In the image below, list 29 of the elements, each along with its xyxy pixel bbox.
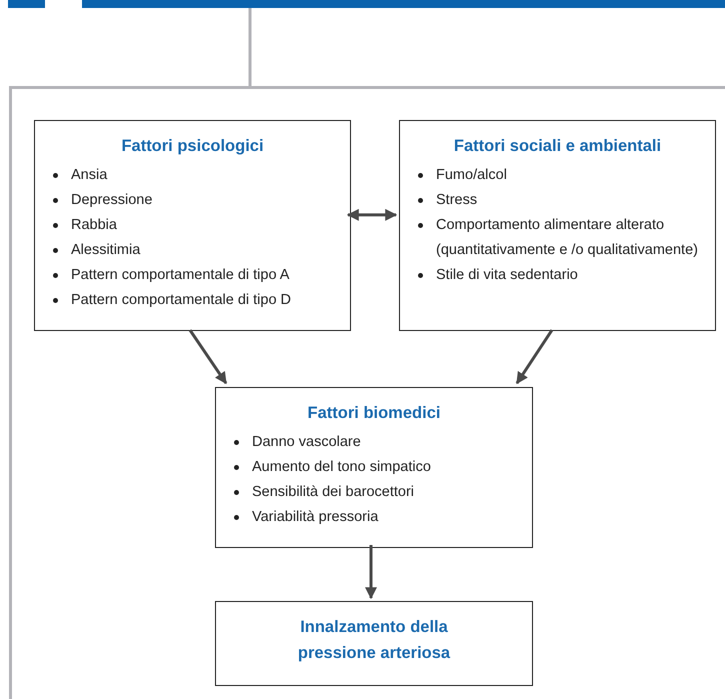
header-bar bbox=[82, 0, 725, 8]
factor-box bbox=[34, 120, 351, 331]
bullet-item: Comportamento alimentare alterato (quantitativamente e /o qualitativamente) bbox=[436, 217, 698, 258]
bullet-item: Sensibilità dei barocettori bbox=[252, 484, 414, 500]
bullet-item: Rabbia bbox=[71, 217, 117, 233]
arrow bbox=[516, 329, 554, 384]
bullet-item: Alessitimia bbox=[71, 242, 140, 258]
factor-box bbox=[215, 387, 533, 548]
bullet-item: Aumento del tono simpatico bbox=[252, 459, 431, 475]
bullet-item: Danno vascolare bbox=[252, 434, 361, 450]
bullet-item: Fumo/alcol bbox=[436, 167, 507, 183]
connector-line bbox=[248, 8, 252, 86]
box-heading: Fattori biomedici bbox=[306, 403, 442, 424]
bullet-item: Pattern comportamentale di tipo A bbox=[71, 267, 290, 283]
arrow bbox=[188, 329, 228, 384]
bullet-item: Stile di vita sedentario bbox=[436, 267, 578, 283]
factor-box bbox=[215, 601, 533, 686]
box-heading: Fattori psicologici bbox=[120, 136, 265, 157]
factor-box bbox=[399, 120, 716, 331]
bullet-item: Ansia bbox=[71, 167, 108, 183]
bullet-item: Pattern comportamentale di tipo D bbox=[71, 292, 292, 308]
bullet-item: Stress bbox=[436, 192, 478, 208]
box-heading: Fattori sociali e ambientali bbox=[452, 136, 662, 157]
panel-frame bbox=[9, 86, 725, 699]
box-heading: Innalzamento della pressione arteriosa bbox=[296, 617, 452, 664]
bullet-item: Variabilità pressoria bbox=[252, 509, 378, 525]
bullet-item: Depressione bbox=[71, 192, 152, 208]
arrow bbox=[346, 208, 398, 221]
arrow bbox=[365, 545, 377, 600]
